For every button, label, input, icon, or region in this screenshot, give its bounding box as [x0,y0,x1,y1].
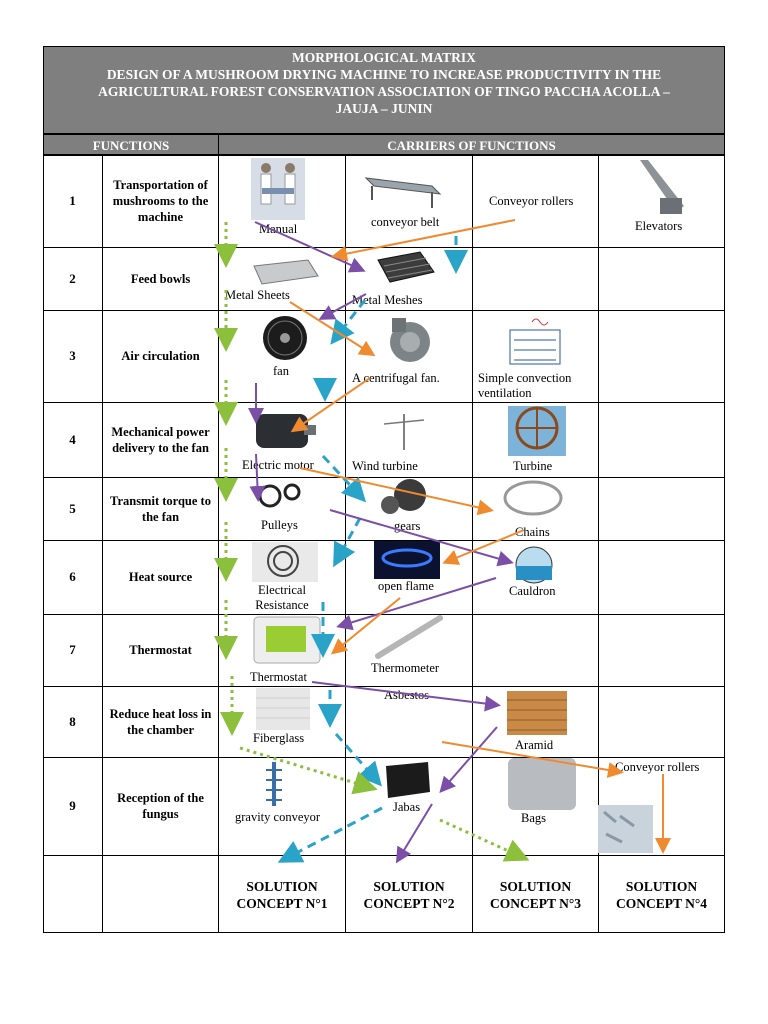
row-6-number: 6 [69,569,76,584]
title-line-4: JAUJA – JUNIN [335,101,433,116]
label-manual: Manual [259,222,298,236]
label-open-flame: open flame [378,579,434,593]
solution-2-line1: SOLUTION [373,879,445,894]
label-elevators: Elevators [635,219,683,233]
row-2-number: 2 [69,270,76,286]
jabas-crate-image [386,762,430,798]
label-asbestos: Asbestos [384,688,430,702]
row-9-function: Reception of the fungus [117,791,204,821]
row-5-number: 5 [69,500,76,516]
row-4-number: 4 [69,431,76,447]
conveyor-rollers-photo [598,805,653,853]
row-6-function: Heat source [128,570,193,584]
row-3-function: Air circulation [121,349,200,363]
label-electrical-resistance: Electrical Resistance [255,583,309,612]
label-conveyor-rollers: Conveyor rollers [489,194,574,208]
label-wind-turbine: Wind turbine [352,459,418,473]
row-1-number: 1 [69,193,76,208]
fan-image [263,316,307,360]
electric-motor-image [256,414,316,448]
title-line-1: MORPHOLOGICAL MATRIX [292,50,476,65]
label-thermostat: Thermostat [250,670,307,684]
chain-image [503,480,563,516]
fiberglass-image [256,688,310,730]
label-fan: fan [273,364,289,378]
bags-image [508,758,576,810]
solution-1-line2: CONCEPT N°1 [236,896,328,911]
row-8-number: 8 [69,713,76,729]
elevator-image [640,160,684,214]
gravity-conveyor-image [266,762,282,806]
solution-concept-3: SOLUTION CONCEPT N°3 [473,878,598,912]
pulley-image [258,483,301,508]
carriers-header: CARRIERS OF FUNCTIONS [218,134,725,155]
solution-3-line2: CONCEPT N°3 [489,896,582,911]
row-1-function: Transportation of mushrooms to the machi… [112,178,209,224]
row-2-function: Feed bowls [130,271,191,286]
conveyor-belt-image [364,177,442,208]
solution-concept-2: SOLUTION CONCEPT N°2 [346,878,472,912]
label-fiberglass: Fiberglass [253,731,305,745]
matrix-title: MORPHOLOGICAL MATRIX DESIGN OF A MUSHROO… [43,46,725,134]
metal-sheet-image [253,259,319,285]
row-3-number: 3 [69,348,76,363]
label-gears: gears [394,519,421,533]
solution-2-line2: CONCEPT N°2 [363,896,455,911]
cauldron-image [515,546,553,584]
gears-image [381,479,426,514]
label-bags: Bags [521,811,546,825]
thermometer-image [375,615,443,659]
label-electric-motor: Electric motor [242,458,314,472]
concept-2-path [248,221,514,864]
label-metal-sheets: Metal Sheets [225,288,290,302]
row-8-function: Reduce heat loss in the chamber [109,706,212,737]
solution-concept-4: SOLUTION CONCEPT N°4 [599,878,724,912]
row-5-function: Transmit torque to the fan [110,493,211,524]
row-9-number: 9 [69,798,76,813]
wind-turbine-image [383,414,425,450]
metal-mesh-image [377,251,435,283]
label-jabas: Jabas [393,800,421,814]
thermostat-image [253,616,321,664]
centrifugal-fan-image [390,318,430,362]
label-turbine: Turbine [513,459,553,473]
concept-4-path [289,219,671,854]
solution-1-line1: SOLUTION [246,879,318,894]
label-cauldron: Cauldron [509,584,556,598]
label-pulleys: Pulleys [261,518,298,532]
row-7-function: Thermostat [129,643,192,657]
solution-concept-1: SOLUTION CONCEPT N°1 [219,878,345,912]
solution-3-line1: SOLUTION [499,879,572,894]
manual-carry-image [251,158,305,220]
concept-1-path [277,236,468,863]
functions-header: FUNCTIONS [43,134,219,155]
open-flame-image [374,541,440,579]
label-simple-convection: Simple convection ventilation [478,371,572,400]
aramid-image [507,691,567,735]
label-metal-meshes: Metal Meshes [352,293,423,307]
label-conveyor-belt: conveyor belt [371,215,440,229]
label-centrifugal-fan: A centrifugal fan. [352,371,440,385]
label-aramid: Aramid [515,738,554,752]
title-line-2: DESIGN OF A MUSHROOM DRYING MACHINE TO I… [106,67,662,82]
convection-ventilation-image [509,318,561,365]
row-7-number: 7 [69,642,76,657]
concept-3-path [214,222,530,862]
label-conveyor-rollers-9: Conveyor rollers [615,760,700,774]
row-4-function: Mechanical power delivery to the fan [111,424,210,455]
water-turbine-image [508,406,566,456]
electrical-resistance-image [252,542,318,582]
label-gravity-conveyor: gravity conveyor [235,810,321,824]
solution-4-line1: SOLUTION [625,879,698,894]
label-chains: Chains [515,525,550,539]
label-thermometer: Thermometer [371,661,440,675]
title-line-3: AGRICULTURAL FOREST CONSERVATION ASSOCIA… [98,84,670,99]
solution-4-line2: CONCEPT N°4 [615,896,708,911]
